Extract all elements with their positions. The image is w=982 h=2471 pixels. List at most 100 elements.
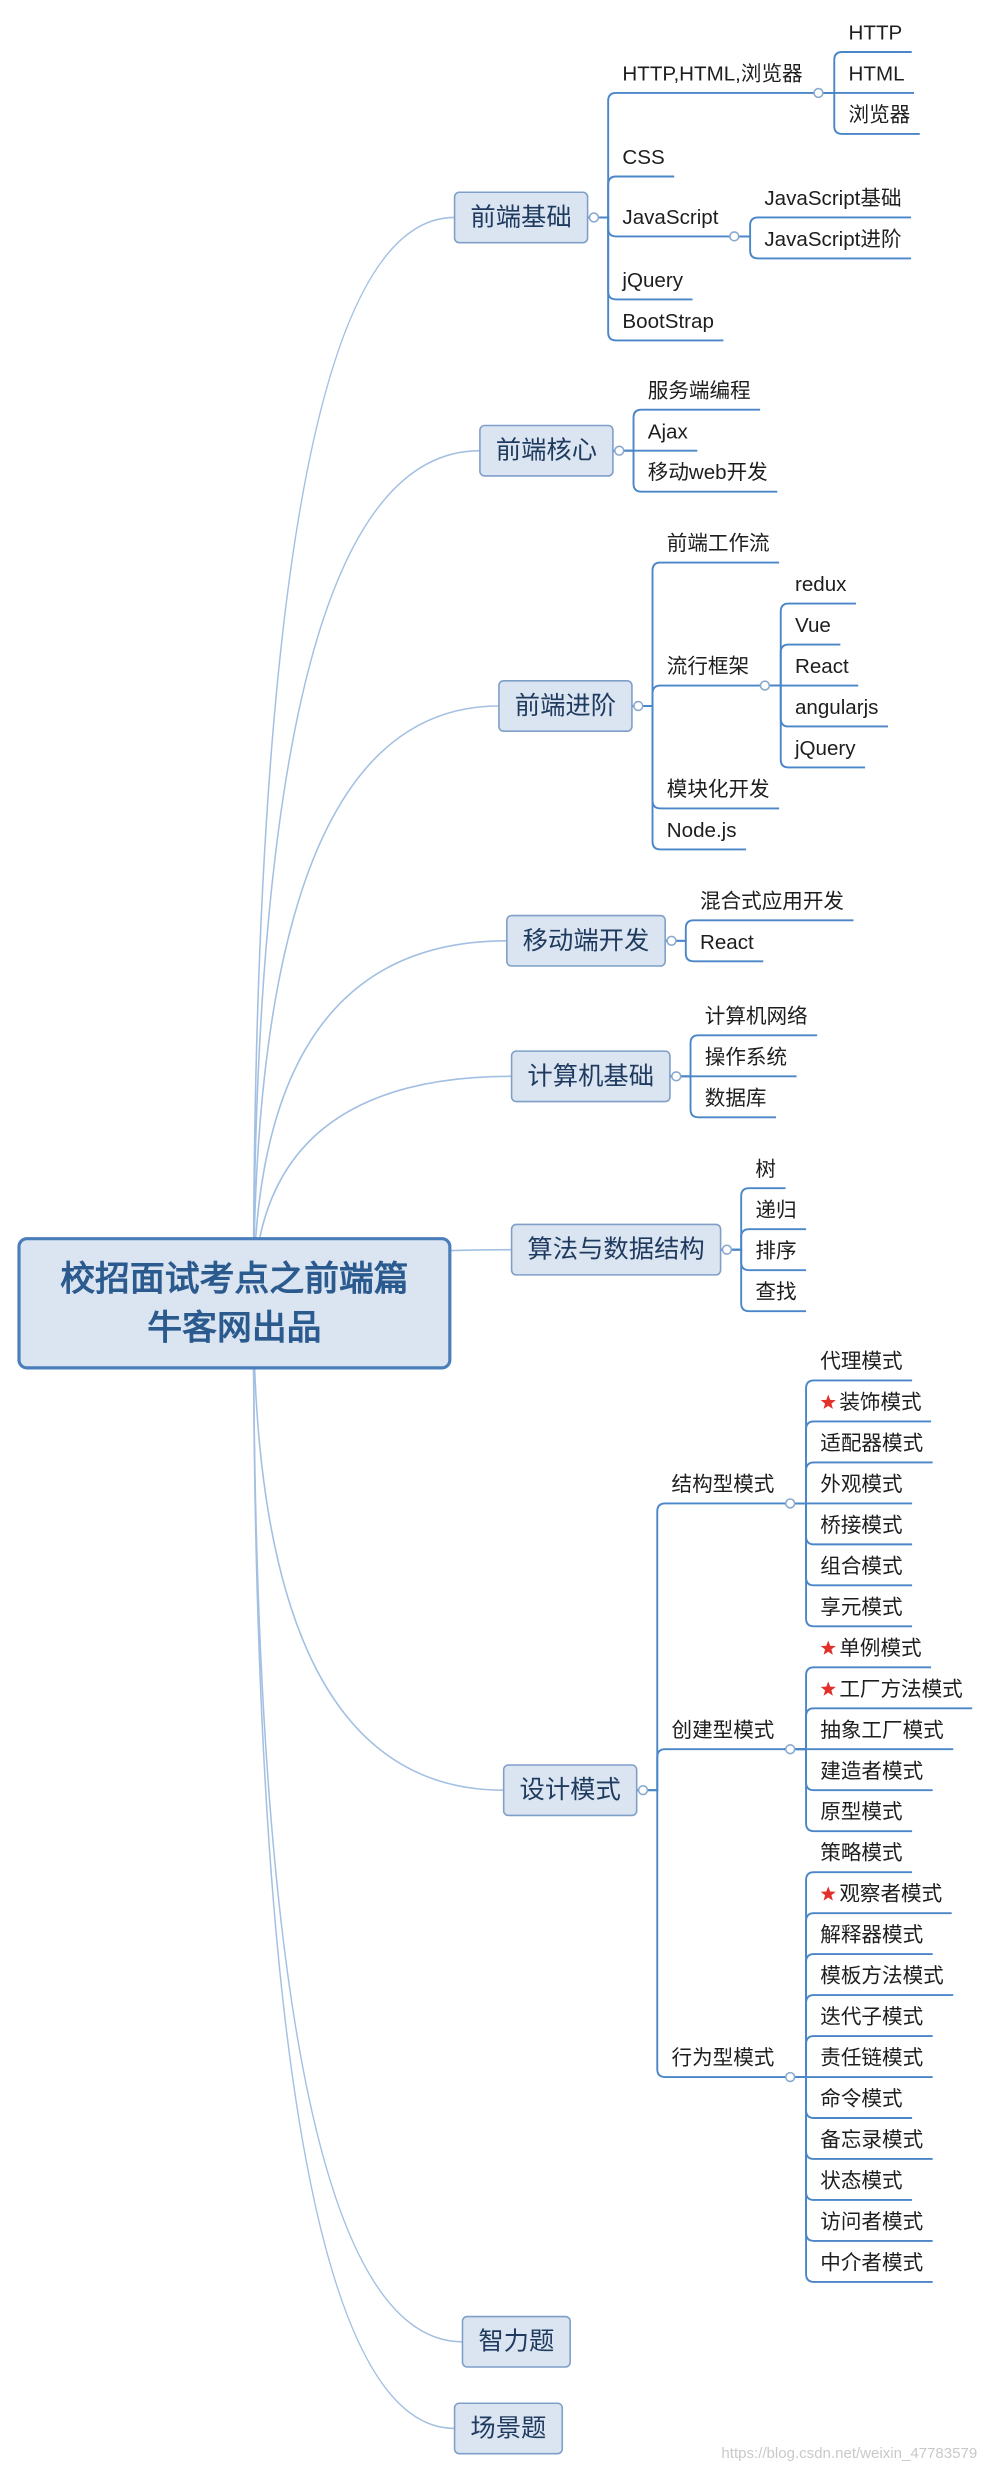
branch-topic-box (510, 1223, 722, 1276)
collapse-toggle-icon[interactable] (671, 1071, 682, 1082)
leaf-topic[interactable]: 查找 (755, 1281, 796, 1304)
branch-topic-box (506, 914, 666, 967)
leaf-topic[interactable]: 中介者模式 (820, 2252, 923, 2275)
leaf-topic-label: JavaScript进阶 (764, 228, 901, 251)
leaf-topic-label: Ajax (648, 420, 689, 443)
collapse-toggle-icon[interactable] (721, 1244, 733, 1255)
leaf-topic[interactable]: JavaScript基础 (764, 187, 901, 210)
leaf-topic[interactable]: CSS (622, 146, 664, 169)
leaf-topic[interactable]: 迭代子模式 (820, 2006, 923, 2029)
leaf-topic[interactable]: angularjs (795, 696, 878, 719)
leaf-topic[interactable]: 服务端编程 (648, 379, 751, 402)
leaf-topic[interactable]: 操作系统 (705, 1046, 787, 1069)
leaf-topic[interactable]: 工厂方法模式 (820, 1678, 963, 1701)
subtopic[interactable]: HTTP,HTML,浏览器 (622, 63, 802, 86)
leaf-topic[interactable]: 享元模式 (820, 1596, 902, 1619)
leaf-topic[interactable]: 装饰模式 (820, 1391, 922, 1414)
leaf-topic[interactable]: 混合式应用开发 (700, 890, 844, 913)
leaf-topic[interactable]: BootStrap (622, 310, 713, 333)
branch-topic[interactable]: 设计模式 (502, 1764, 638, 1817)
leaf-topic[interactable]: 命令模式 (820, 2088, 902, 2111)
leaf-topic[interactable]: 责任链模式 (820, 2047, 923, 2070)
leaf-topic[interactable]: 单例模式 (820, 1637, 922, 1660)
leaf-topic[interactable]: jQuery (794, 737, 856, 760)
branch-topic-label: 计算机基础 (527, 1062, 654, 1090)
collapse-toggle-icon[interactable] (588, 212, 600, 223)
connector-line (720, 1228, 807, 1251)
branch-topic[interactable]: 移动端开发 (506, 914, 666, 967)
leaf-topic[interactable]: 树 (755, 1158, 776, 1181)
branch-topic[interactable]: 前端基础 (453, 191, 589, 244)
collapse-toggle-icon[interactable] (633, 700, 644, 712)
leaf-topic[interactable]: 访问者模式 (820, 2211, 923, 2234)
collapse-toggle-icon[interactable] (784, 2071, 796, 2083)
leaf-topic-label: 前端工作流 (667, 532, 770, 555)
branch-topic[interactable]: 算法与数据结构 (510, 1223, 722, 1276)
collapse-toggle-icon[interactable] (637, 1785, 649, 1796)
connector-line (758, 602, 856, 687)
subtopic[interactable]: 创建型模式 (672, 1719, 775, 1742)
leaf-topic[interactable]: 浏览器 (849, 104, 911, 127)
subtopic[interactable]: 结构型模式 (672, 1473, 775, 1496)
connector-line (631, 705, 747, 851)
leaf-topic[interactable]: 代理模式 (820, 1350, 902, 1373)
leaf-topic[interactable]: 排序 (755, 1240, 796, 1263)
leaf-topic-label: 服务端编程 (648, 379, 751, 402)
leaf-topic[interactable]: React (700, 931, 754, 954)
leaf-topic[interactable]: JavaScript进阶 (764, 228, 901, 251)
subtopic[interactable]: JavaScript (622, 206, 718, 229)
branch-topic[interactable]: 前端核心 (479, 424, 614, 477)
root-topic[interactable]: 校招面试考点之前端篇 牛客网出品 (17, 1237, 452, 1370)
branch-topic-label: 前端基础 (470, 204, 571, 232)
leaf-topic-label: 外观模式 (820, 1473, 902, 1496)
subtopic[interactable]: 行为型模式 (672, 2047, 775, 2070)
leaf-topic[interactable]: 抽象工厂模式 (820, 1719, 943, 1742)
leaf-topic[interactable]: 模块化开发 (667, 778, 770, 801)
collapse-toggle-icon[interactable] (729, 231, 740, 242)
collapse-toggle-icon[interactable] (614, 445, 625, 456)
branch-topic[interactable]: 前端进阶 (498, 679, 633, 733)
branch-topic-label: 移动端开发 (523, 927, 650, 955)
leaf-topic[interactable]: Vue (795, 614, 831, 637)
leaf-topic[interactable]: 数据库 (705, 1087, 767, 1110)
branch-topic[interactable]: 场景题 (453, 2402, 564, 2455)
collapse-toggle-icon[interactable] (666, 935, 677, 947)
leaf-topic[interactable]: 建造者模式 (820, 1760, 923, 1783)
collapse-toggle-icon[interactable] (784, 1744, 796, 1755)
leaf-topic[interactable]: 解释器模式 (820, 1924, 923, 1947)
branch-topic-label: 场景题 (470, 2414, 546, 2442)
leaf-topic[interactable]: 模板方法模式 (820, 1965, 943, 1988)
collapse-toggle-icon[interactable] (813, 87, 824, 99)
connector-line (783, 1420, 932, 1505)
leaf-topic[interactable]: Node.js (667, 819, 737, 842)
leaf-topic[interactable]: React (795, 655, 849, 678)
leaf-topic[interactable]: 组合模式 (820, 1555, 902, 1578)
root-title-line1: 校招面试考点之前端篇 (60, 1260, 408, 1299)
leaf-topic-label: 排序 (755, 1240, 796, 1263)
leaf-topic[interactable]: 桥接模式 (820, 1514, 902, 1537)
leaf-topic[interactable]: 适配器模式 (820, 1432, 923, 1455)
leaf-topic[interactable]: 外观模式 (820, 1473, 902, 1496)
leaf-topic[interactable]: 观察者模式 (820, 1883, 942, 1906)
subtopic[interactable]: 流行框架 (667, 655, 749, 678)
leaf-topic[interactable]: HTTP (849, 22, 903, 45)
leaf-topic[interactable]: 备忘录模式 (820, 2129, 923, 2152)
branch-topic[interactable]: 计算机基础 (510, 1050, 671, 1103)
collapse-toggle-icon[interactable] (759, 680, 771, 691)
subtopic-label: JavaScript (622, 206, 718, 229)
collapse-toggle-icon[interactable] (784, 1498, 796, 1509)
leaf-topic[interactable]: HTML (849, 63, 905, 86)
branch-topic[interactable]: 智力题 (461, 2315, 571, 2368)
leaf-topic-label: 工厂方法模式 (839, 1678, 962, 1701)
leaf-topic[interactable]: 策略模式 (820, 1842, 902, 1865)
leaf-topic[interactable]: 递归 (755, 1199, 796, 1222)
leaf-topic[interactable]: Ajax (648, 420, 689, 443)
leaf-topic[interactable]: 移动web开发 (648, 461, 768, 484)
leaf-topic[interactable]: 原型模式 (820, 1801, 902, 1824)
leaf-topic[interactable]: 前端工作流 (667, 532, 770, 555)
leaf-topic[interactable]: 计算机网络 (705, 1005, 808, 1028)
leaf-topic-label: JavaScript基础 (764, 187, 901, 210)
leaf-topic[interactable]: redux (795, 573, 847, 596)
leaf-topic[interactable]: jQuery (621, 269, 683, 292)
leaf-topic[interactable]: 状态模式 (820, 2170, 902, 2193)
